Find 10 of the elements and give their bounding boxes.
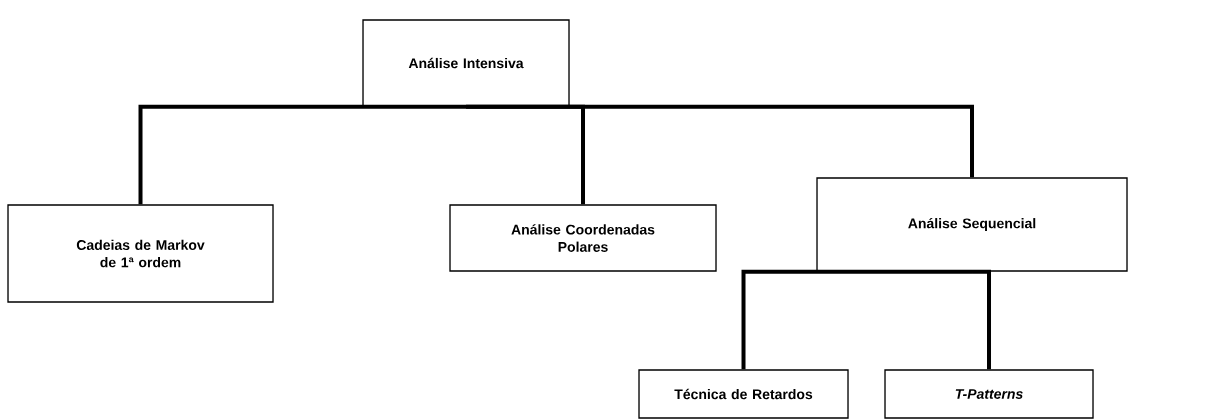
connector-line — [466, 104, 974, 178]
connector-line — [741, 269, 972, 370]
process-box: Análise Sequencial — [816, 177, 1128, 272]
process-box: Técnica de Retardos — [638, 369, 849, 419]
connector-line — [972, 269, 991, 370]
process-box: Análise Coordenadas Polares — [449, 204, 717, 272]
process-box: T-Patterns — [884, 369, 1094, 419]
process-box: Cadeias de Markov de 1ª ordem — [7, 204, 274, 303]
process-box: Análise Intensiva — [362, 19, 570, 107]
connector-line — [138, 104, 466, 205]
